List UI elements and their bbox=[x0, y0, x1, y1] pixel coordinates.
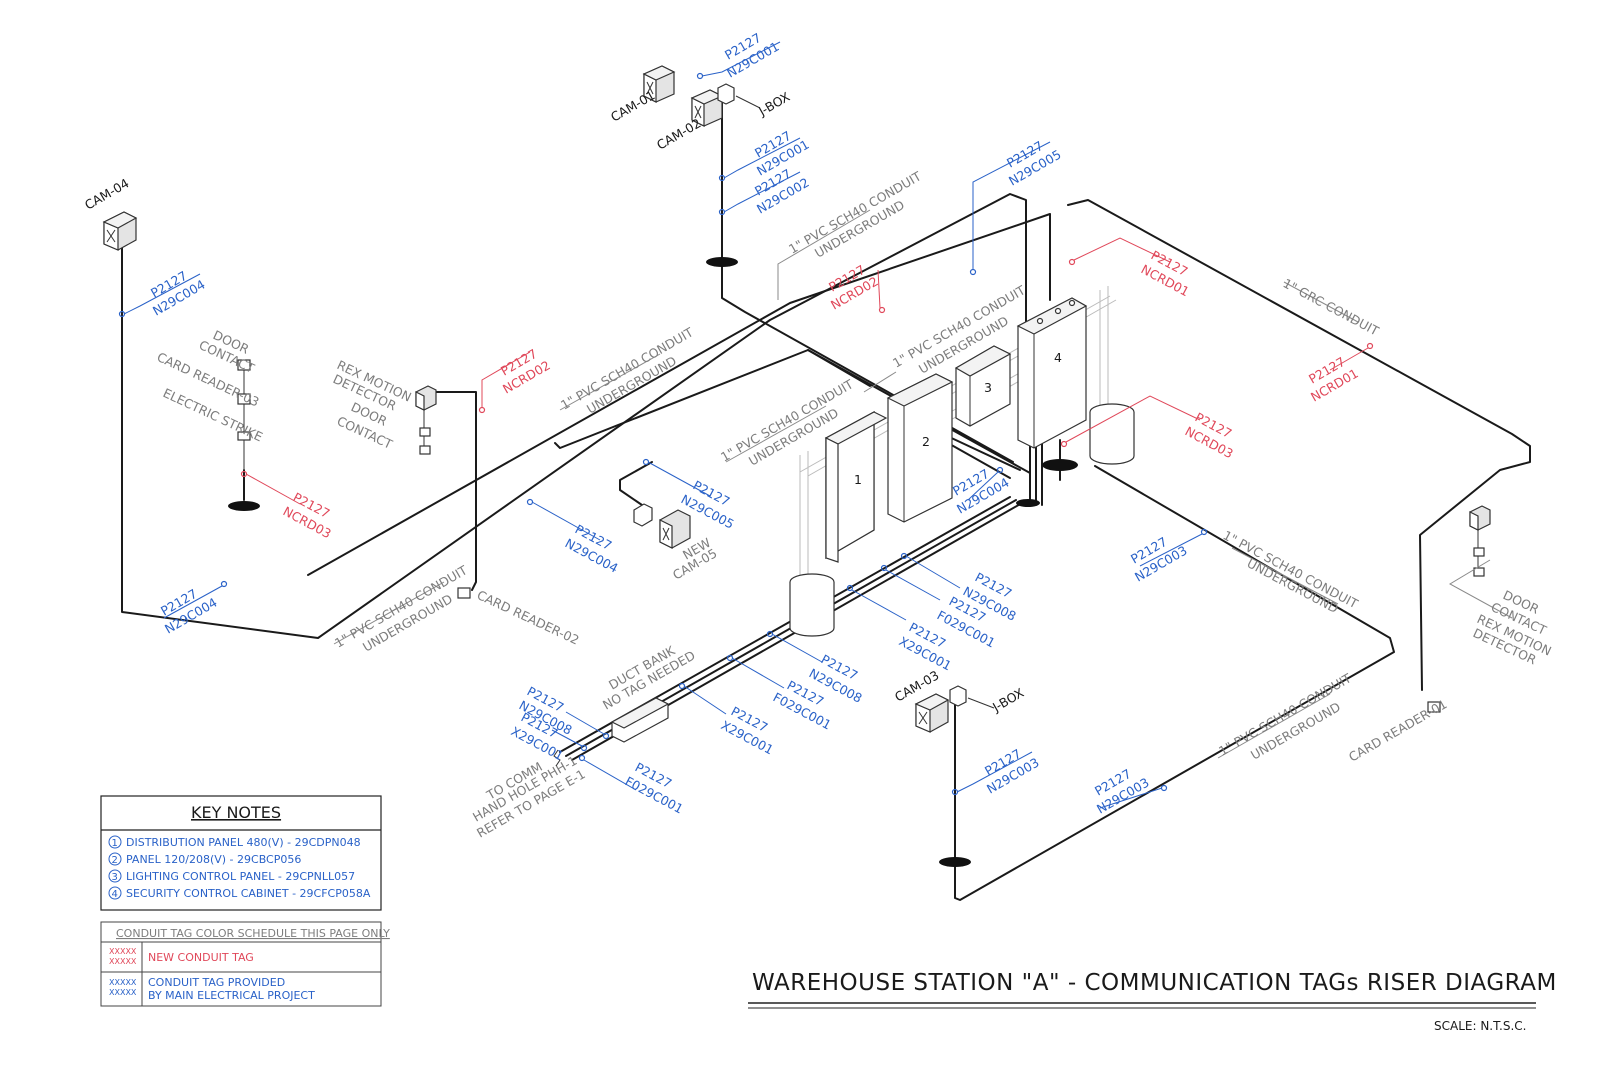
cam-04: CAM-04 bbox=[82, 175, 138, 251]
key-note-4-num: 4 bbox=[112, 889, 118, 900]
drawing-title: WAREHOUSE STATION "A" - COMMUNICATION TA… bbox=[752, 970, 1557, 996]
grc-label: 1" GRC CONDUIT bbox=[1281, 275, 1382, 338]
door-contact-device-2 bbox=[419, 427, 431, 437]
door-devices-left: DOOR CONTACT CARD READER-03 ELECTRIC STR… bbox=[155, 327, 265, 470]
ground-pad-door bbox=[228, 501, 260, 511]
panel-1-number: 1 bbox=[854, 472, 862, 487]
cam-02-label: CAM-02 bbox=[654, 115, 703, 152]
color-schedule-table: CONDUIT TAG COLOR SCHEDULE THIS PAGE ONL… bbox=[100, 921, 390, 1007]
door-contact-device-5 bbox=[1473, 567, 1485, 577]
jbox-1-label: J-BOX bbox=[755, 89, 793, 119]
ground-pad-cam03 bbox=[939, 857, 971, 867]
panel-4-number: 4 bbox=[1054, 350, 1062, 365]
duct-bank: DUCT BANK NO TAG NEEDED TO COMM HAND HOL… bbox=[470, 642, 698, 840]
schedule-row-1-sample: XXXXX bbox=[109, 947, 137, 956]
color-schedule-heading: CONDUIT TAG COLOR SCHEDULE THIS PAGE ONL… bbox=[116, 927, 390, 940]
key-notes-box: KEY NOTES 1 DISTRIBUTION PANEL 480(V) - … bbox=[100, 795, 382, 911]
key-note-3: LIGHTING CONTROL PANEL - 29CPNLL057 bbox=[126, 870, 355, 883]
title-block: WAREHOUSE STATION "A" - COMMUNICATION TA… bbox=[748, 970, 1557, 1033]
rex-detector-left: REX MOTION DETECTOR DOOR CONTACT bbox=[331, 357, 437, 455]
panel-3: 3 bbox=[954, 345, 1012, 427]
key-note-3-num: 3 bbox=[112, 872, 118, 883]
panel-2: 2 bbox=[886, 373, 954, 523]
key-notes-heading: KEY NOTES bbox=[191, 803, 281, 822]
cam-01: CAM-01 bbox=[608, 65, 676, 125]
ground-pad-cam01 bbox=[706, 257, 738, 267]
schedule-row-2-sample-2: XXXXX bbox=[109, 988, 137, 997]
cam-03: CAM-03 bbox=[892, 667, 950, 733]
card-reader-01: CARD READER-01 bbox=[1346, 696, 1449, 764]
key-note-1-num: 1 bbox=[112, 838, 118, 849]
pvc-6-line-a: 1" PVC SCH40 CONDUIT bbox=[1221, 527, 1361, 611]
key-note-2-num: 2 bbox=[112, 855, 118, 866]
jbox-2: J-BOX bbox=[949, 685, 1027, 715]
schedule-row-1-sample-2: XXXXX bbox=[109, 957, 137, 966]
scale-note: SCALE: N.T.S.C. bbox=[1434, 1019, 1526, 1033]
jbox-2-label: J-BOX bbox=[989, 685, 1027, 715]
door-contact-device-3 bbox=[419, 445, 431, 455]
panel-3-number: 3 bbox=[984, 380, 992, 395]
door-contact-device-4 bbox=[1473, 547, 1485, 557]
rex-detector-right: DOOR CONTACT REX MOTION DETECTOR bbox=[1448, 505, 1554, 668]
schedule-row-1-desc: NEW CONDUIT TAG bbox=[148, 951, 254, 964]
cam-02: CAM-02 bbox=[654, 89, 724, 153]
cam-04-label: CAM-04 bbox=[82, 175, 132, 212]
ground-pad-hub2 bbox=[1016, 499, 1040, 507]
panel-2-number: 2 bbox=[922, 434, 930, 449]
panel-4: 4 bbox=[1016, 297, 1088, 449]
schedule-row-2-desc: CONDUIT TAG PROVIDED bbox=[148, 976, 285, 989]
jbox-1: J-BOX bbox=[717, 83, 793, 119]
panel-1: 1 bbox=[824, 410, 888, 563]
key-note-4: SECURITY CONTROL CABINET - 29CFCP058A bbox=[126, 887, 371, 900]
ground-pad-hub1 bbox=[1042, 459, 1078, 471]
ground-pads bbox=[228, 257, 1078, 867]
key-note-2: PANEL 120/208(V) - 29CBCP056 bbox=[126, 853, 301, 866]
cam-01-label: CAM-01 bbox=[608, 87, 657, 124]
card-reader-02-label: CARD READER-02 bbox=[475, 587, 582, 647]
card-reader-01-label: CARD READER-01 bbox=[1346, 696, 1449, 764]
schedule-row-2-desc-2: BY MAIN ELECTRICAL PROJECT bbox=[148, 989, 315, 1002]
schedule-row-2-sample: XXXXX bbox=[109, 978, 137, 987]
card-reader-02: CARD READER-02 bbox=[457, 587, 582, 648]
key-notes-list: 1 DISTRIBUTION PANEL 480(V) - 29CDPN048 … bbox=[108, 835, 371, 900]
key-note-1: DISTRIBUTION PANEL 480(V) - 29CDPN048 bbox=[126, 836, 361, 849]
